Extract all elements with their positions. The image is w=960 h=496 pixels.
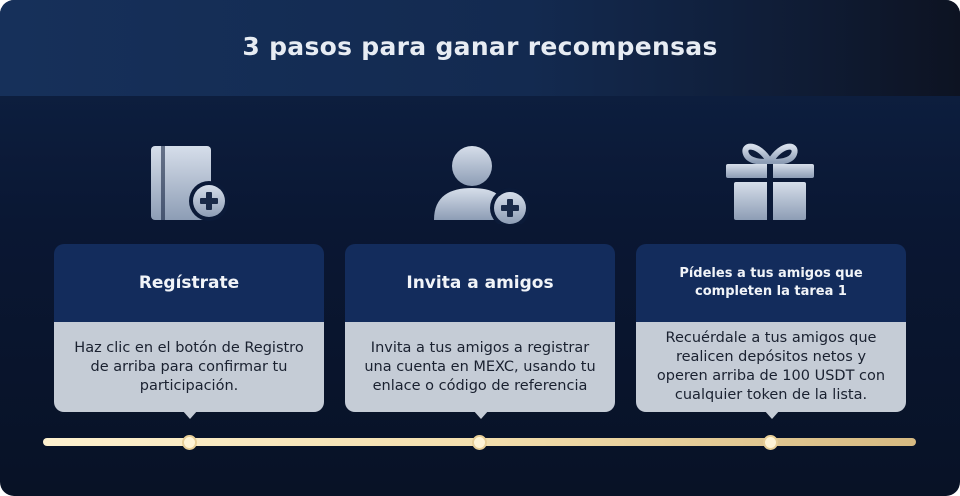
card-pointer xyxy=(473,410,489,419)
step-title: Invita a amigos xyxy=(406,273,554,293)
step-card-body: Recuérdale a tus amigos que realicen dep… xyxy=(636,322,906,412)
step-card-header: Regístrate xyxy=(54,244,324,322)
header-banner: 3 pasos para ganar recompensas xyxy=(0,0,960,96)
step-card-register: Regístrate Haz clic en el botón de Regis… xyxy=(54,244,324,419)
card-pointer xyxy=(764,410,780,419)
step-card-task: Pídeles a tus amigos que completen la ta… xyxy=(636,244,906,419)
step-title: Pídeles a tus amigos que completen la ta… xyxy=(679,266,863,299)
timeline-dot-step-1 xyxy=(182,435,197,450)
add-user-icon xyxy=(430,140,530,228)
gift-icon xyxy=(720,140,820,224)
step-card-invite: Invita a amigos Invita a tus amigos a re… xyxy=(345,244,615,419)
step-card-body: Invita a tus amigos a registrar una cuen… xyxy=(345,322,615,412)
step-description: Haz clic en el botón de Registro de arri… xyxy=(74,339,304,394)
step-card-header: Invita a amigos xyxy=(345,244,615,322)
step-card-header: Pídeles a tus amigos que completen la ta… xyxy=(636,244,906,322)
step-description: Recuérdale a tus amigos que realicen dep… xyxy=(656,330,886,403)
step-description: Invita a tus amigos a registrar una cuen… xyxy=(364,339,596,394)
register-card-plus-icon xyxy=(140,140,240,224)
card-pointer xyxy=(182,410,198,419)
timeline-dot-step-2 xyxy=(472,435,487,450)
step-title: Regístrate xyxy=(138,273,240,293)
timeline-dot-step-3 xyxy=(763,435,778,450)
step-card-body: Haz clic en el botón de Registro de arri… xyxy=(54,322,324,412)
page-title: 3 pasos para ganar recompensas xyxy=(242,31,718,61)
